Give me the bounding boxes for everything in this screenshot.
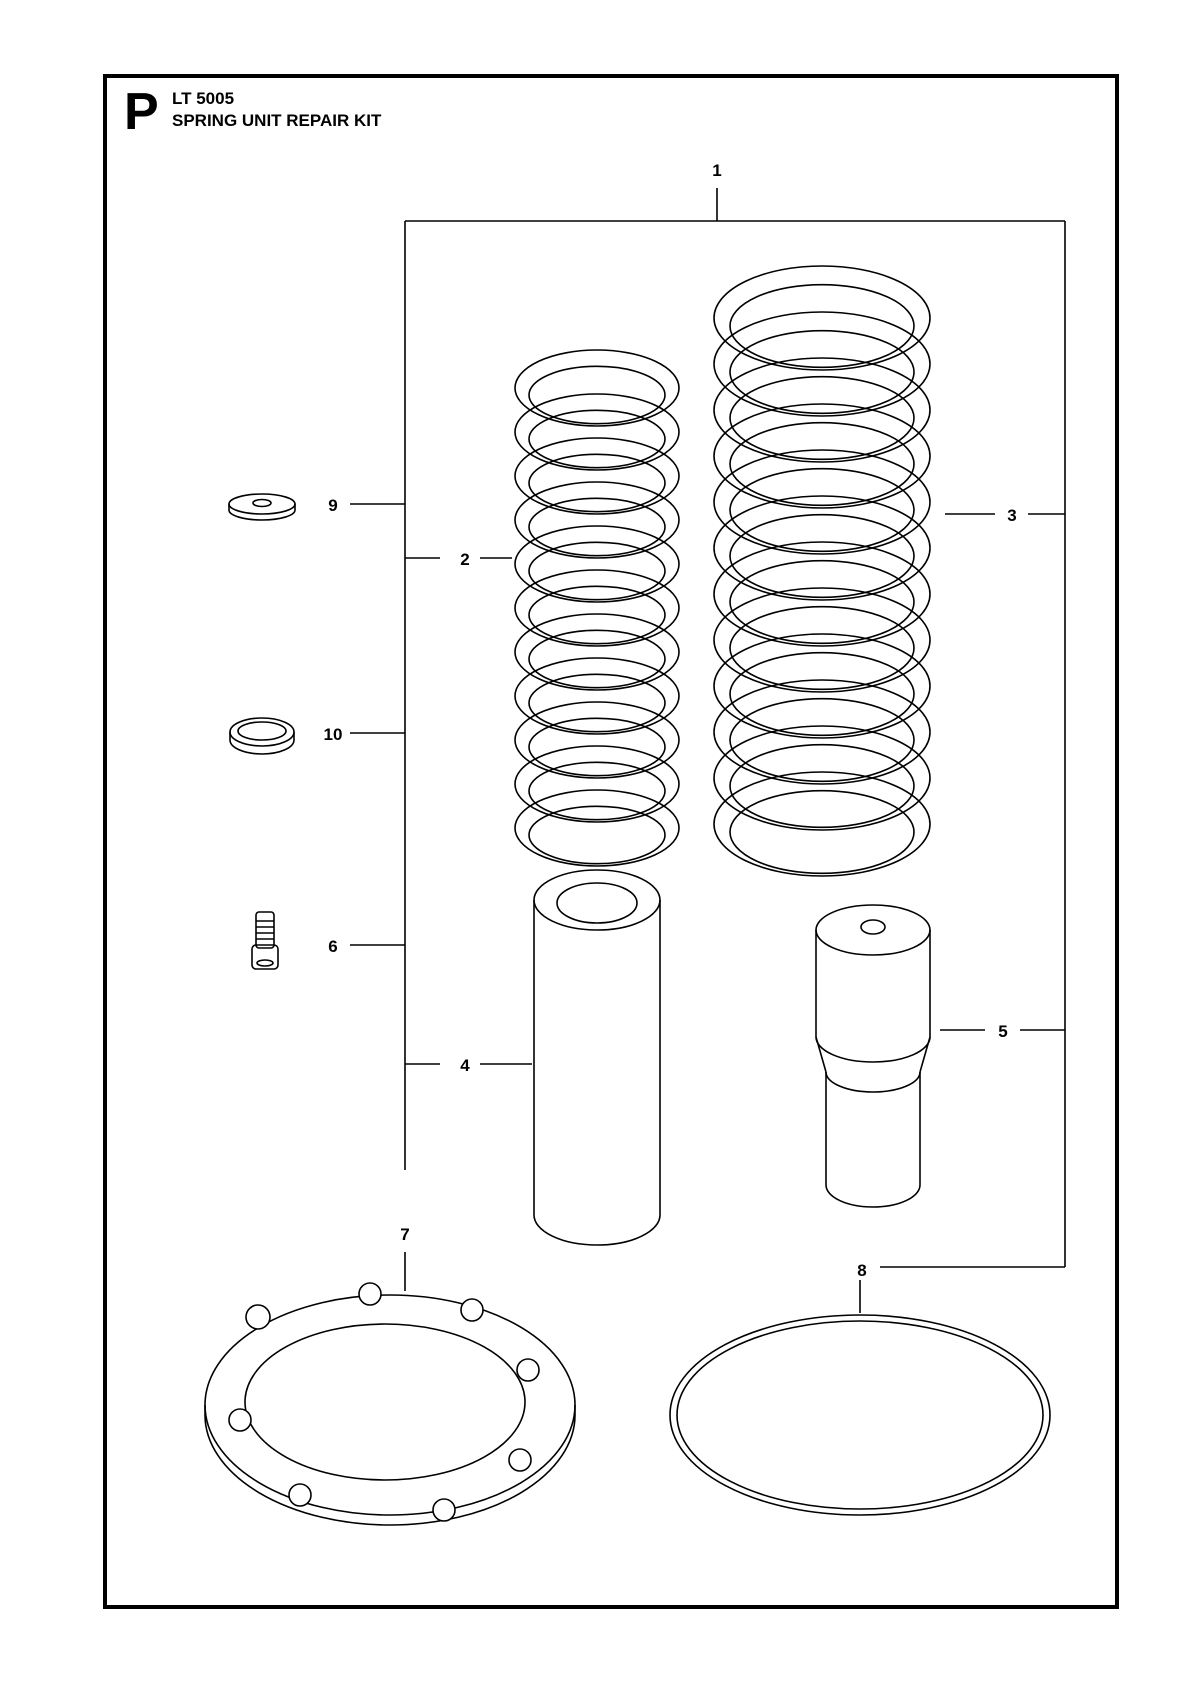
o-ring-icon [669,1314,1051,1516]
callout-numbers: 1 9 2 3 10 6 4 5 7 8 [324,161,1017,1280]
spring-coil [713,357,931,463]
spring-coil [729,283,915,369]
sleeve-tube-icon [533,869,661,1246]
callout-9: 9 [328,496,337,515]
drawing-frame [103,74,1119,1609]
spring-coil [514,349,680,427]
spring-coil [514,657,680,735]
spring-coil [729,467,915,553]
spring-coil [528,761,666,821]
seal-ring-icon [229,717,295,755]
large-coil-spring-icon [713,265,931,877]
stepped-bushing-icon [815,904,931,1208]
spring-coil [528,365,666,425]
spring-coil [514,481,680,559]
spring-coil [528,585,666,645]
spring-coil [528,629,666,689]
spring-coil [528,673,666,733]
spring-coil [713,587,931,693]
page-title: SPRING UNIT REPAIR KIT [172,111,382,130]
spring-coil [713,541,931,647]
callout-10: 10 [324,725,343,744]
small-coil-spring-icon [514,349,680,867]
callout-6: 6 [328,937,337,956]
spring-coil [713,449,931,555]
spring-coil [729,789,915,875]
spring-coil [528,541,666,601]
spring-coil [514,437,680,515]
spring-coil [713,311,931,417]
spring-coil [729,421,915,507]
callout-4: 4 [460,1056,470,1075]
notched-ring-gasket-icon [204,1282,576,1526]
spring-coil [514,789,680,867]
spring-coil [528,805,666,865]
spring-coil [528,453,666,513]
spring-coil [729,559,915,645]
spring-coil [713,403,931,509]
spring-coil [514,701,680,779]
callout-3: 3 [1007,506,1016,525]
spring-coil [528,409,666,469]
model-label: LT 5005 [172,89,235,108]
spring-coil [729,651,915,737]
socket-screw-icon [251,911,279,970]
spring-coil [514,525,680,603]
callout-2: 2 [460,550,469,569]
spring-coil [514,745,680,823]
flat-washer-icon [228,493,296,521]
spring-coil [528,717,666,777]
spring-coil [729,375,915,461]
spring-coil [713,679,931,785]
spring-coil [729,743,915,829]
spring-coil [713,771,931,877]
section-letter: P [124,83,159,141]
spring-coil [729,329,915,415]
leader-lines [350,188,1066,1313]
spring-coil [713,725,931,831]
spring-coil [713,495,931,601]
spring-coil [729,697,915,783]
spring-coil [528,497,666,557]
spring-coil [729,605,915,691]
spring-coil [713,265,931,371]
spring-coil [729,513,915,599]
callout-7: 7 [400,1225,409,1244]
spring-coil [514,569,680,647]
callout-5: 5 [998,1022,1007,1041]
spring-coil [713,633,931,739]
callout-8: 8 [857,1261,866,1280]
spring-coil [514,613,680,691]
callout-1: 1 [712,161,721,180]
spring-coil [514,393,680,471]
